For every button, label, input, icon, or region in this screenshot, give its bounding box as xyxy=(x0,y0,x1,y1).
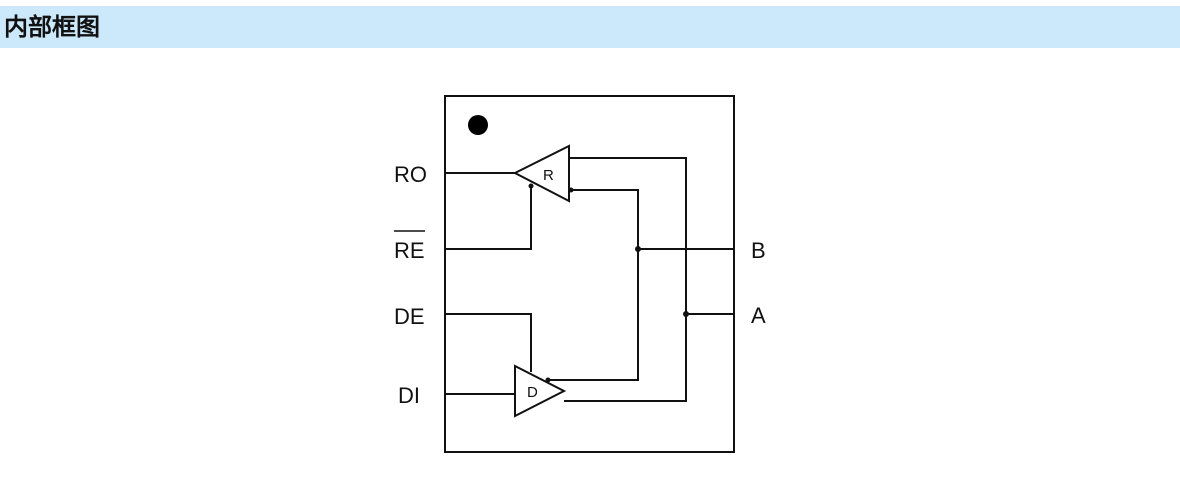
pin-label-re: RE xyxy=(394,238,425,263)
b-junction xyxy=(635,246,641,252)
de-wire xyxy=(445,313,532,372)
chip-outline xyxy=(444,95,735,453)
pin-label-di: DI xyxy=(398,383,420,408)
pin-label-a: A xyxy=(751,303,766,328)
pin1-dot xyxy=(468,115,488,135)
section-title: 内部框图 xyxy=(4,13,100,41)
re-wire xyxy=(445,186,532,250)
receiver-buffer xyxy=(512,144,570,203)
driver-buffer xyxy=(514,364,567,418)
section-header: 内部框图 xyxy=(0,6,1180,48)
receiver-b-bubble xyxy=(568,187,574,193)
a-junction xyxy=(683,311,689,317)
re-enable-bubble xyxy=(528,183,534,189)
driver-label: D xyxy=(527,384,538,401)
receiver-b-input-wire xyxy=(548,189,639,381)
pin-label-de: DE xyxy=(394,304,425,329)
receiver-label: R xyxy=(543,167,554,184)
receiver-a-input-wire xyxy=(564,157,687,402)
pin-label-ro: RO xyxy=(394,162,427,187)
pin-label-b: B xyxy=(751,238,766,263)
